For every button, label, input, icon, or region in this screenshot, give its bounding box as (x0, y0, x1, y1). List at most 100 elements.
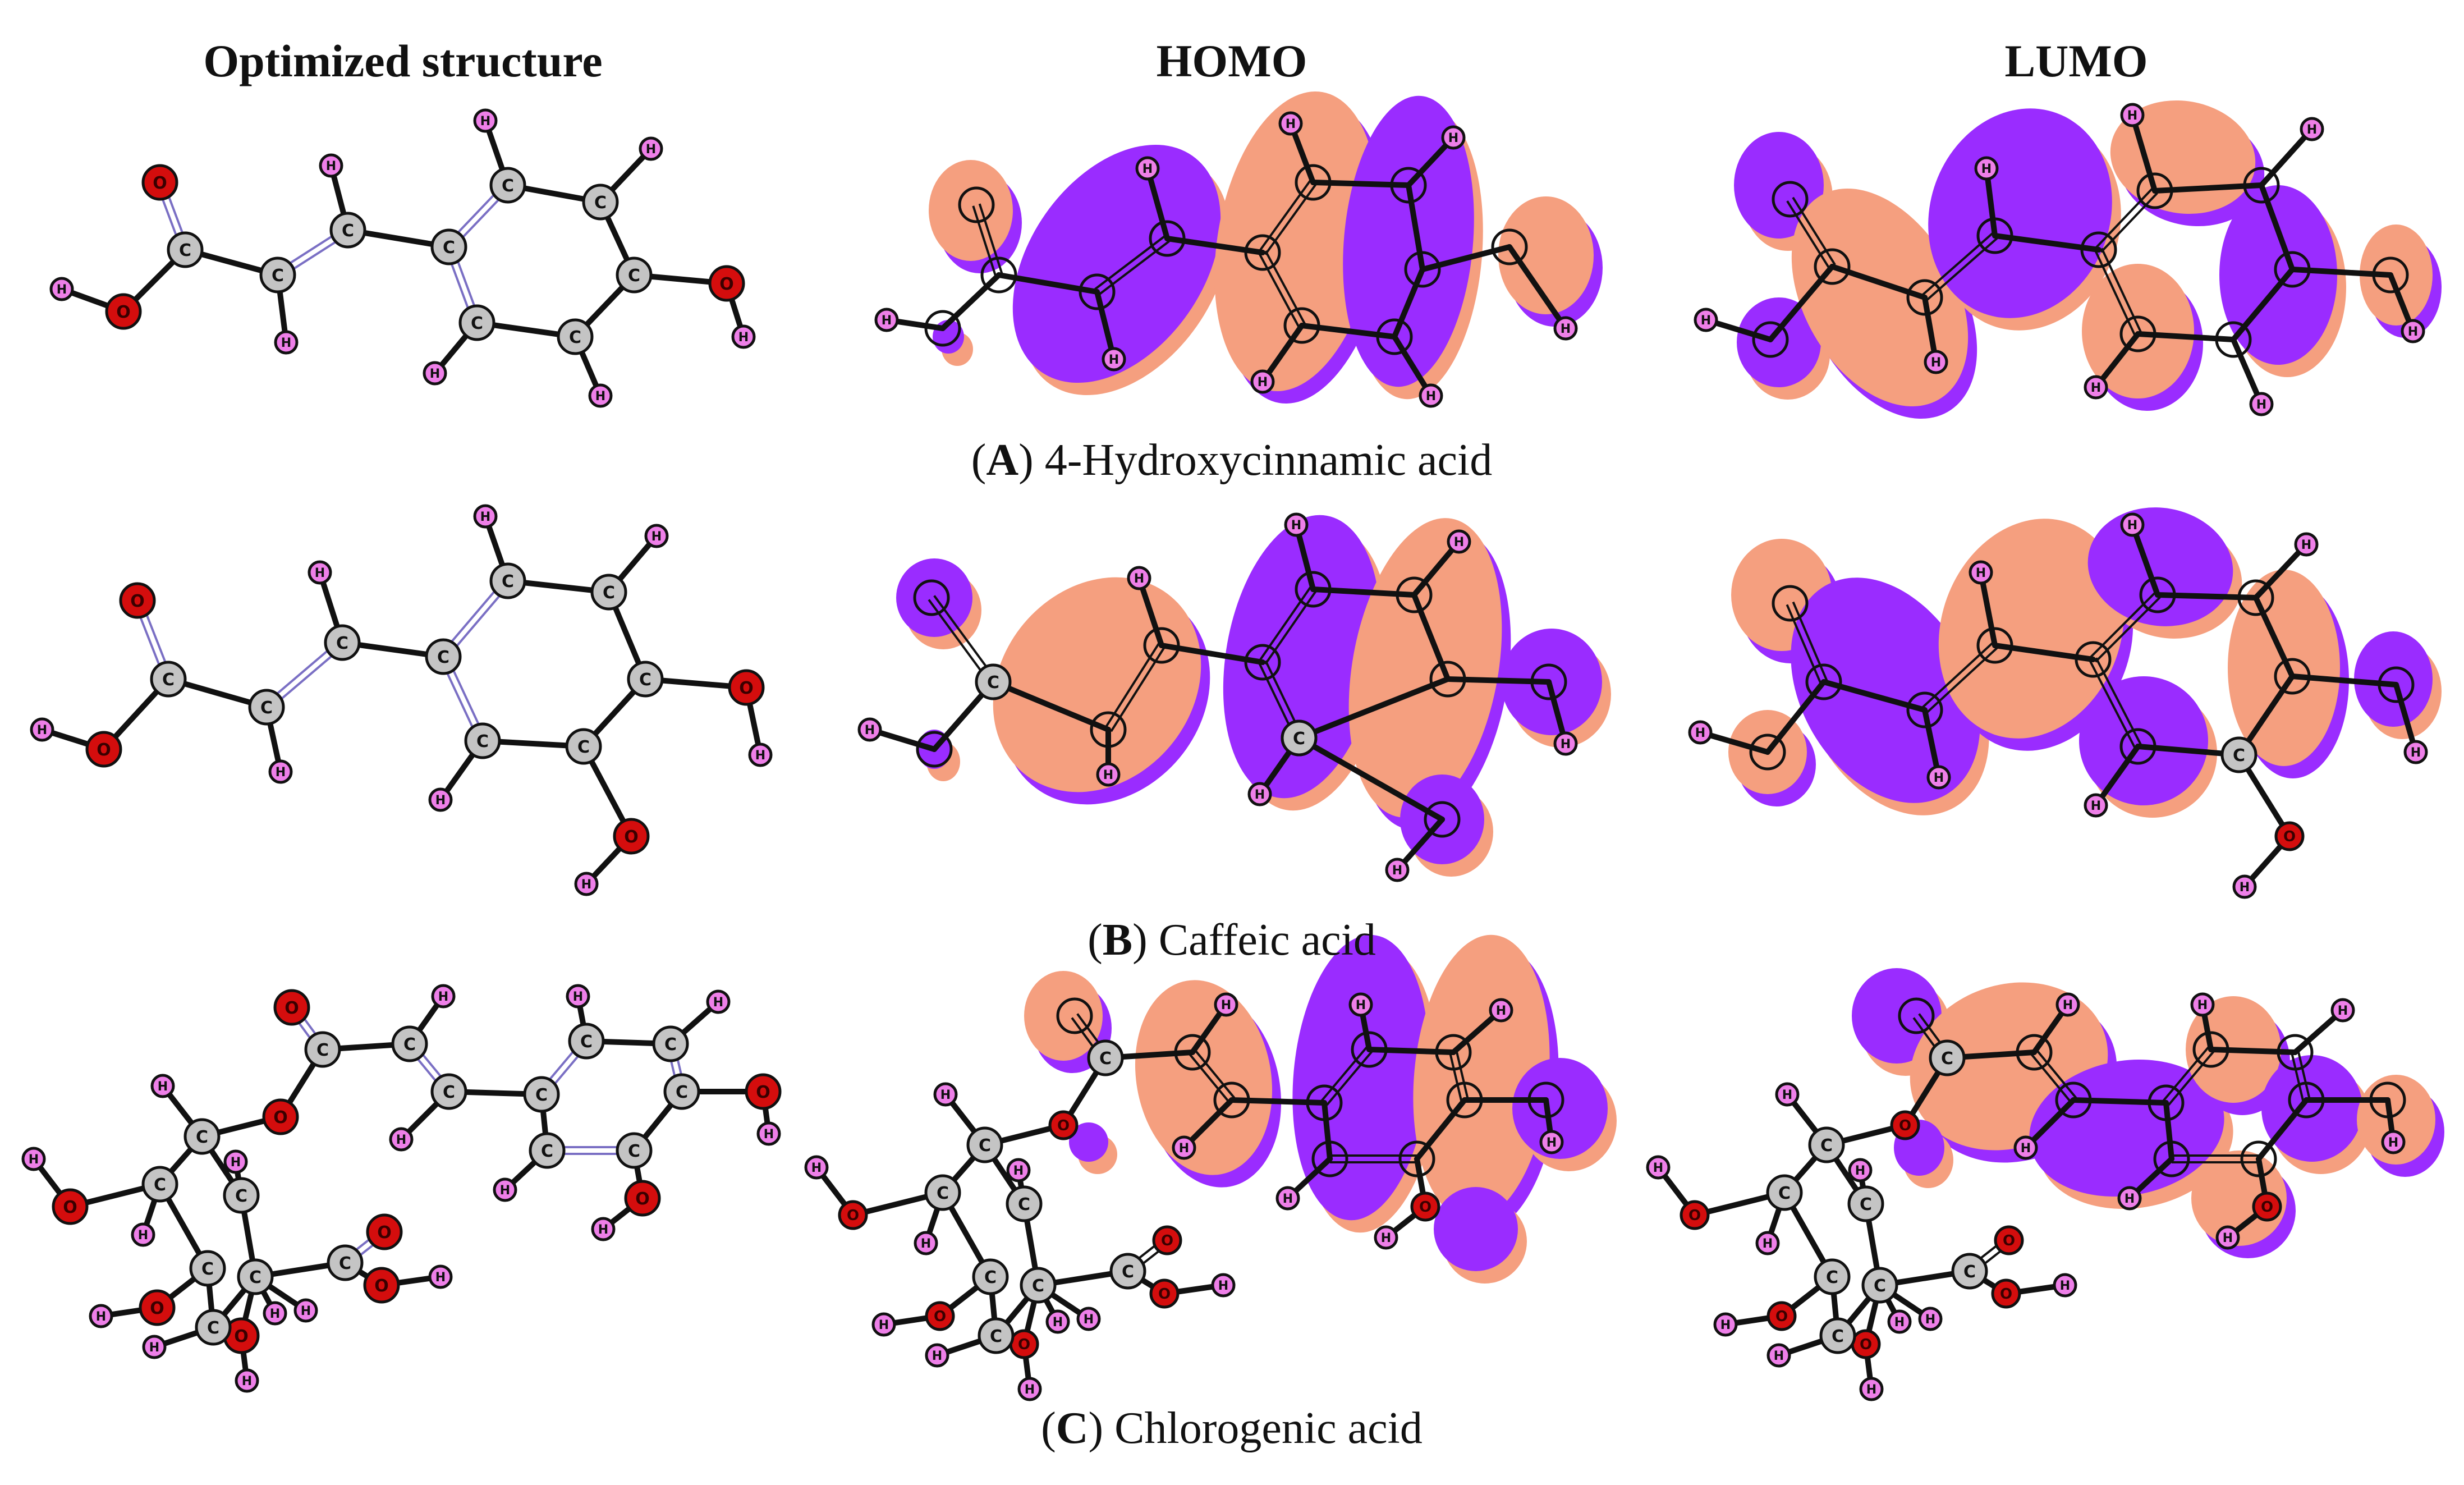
carbon-atom-label: C (260, 698, 273, 718)
hydrogen-atom-label: H (595, 389, 605, 404)
hydrogen-atom-label: H (1931, 356, 1941, 370)
hydrogen-atom-label: H (1109, 353, 1119, 367)
caption-panel-a: (A) 4-Hydroxycinnamic acid (971, 436, 1493, 485)
hydrogen-atom (566, 984, 590, 1009)
hollow-atom (1311, 1140, 1348, 1177)
hydrogen-atom (389, 1127, 414, 1152)
oxygen-atom-label: O (1688, 1207, 1701, 1224)
hollow-atom (1446, 1081, 1483, 1119)
hydrogen-atom-label: H (2127, 519, 2137, 533)
carbon-atom (458, 304, 495, 341)
hollow-atom (1527, 1081, 1564, 1119)
carbon-atom-label: C (990, 1327, 1002, 1346)
carbon-atom-label: C (201, 1259, 214, 1279)
hydrogen-atom (1102, 347, 1126, 372)
hydrogen-atom-label: H (1218, 1279, 1228, 1293)
bond-line (1411, 592, 1451, 682)
hollow-atom (2240, 1140, 2277, 1177)
oxygen-atom-label: O (2283, 828, 2296, 845)
oxygen-atom (1149, 1278, 1180, 1309)
hydrogen-atom (142, 1335, 167, 1359)
hydrogen-atom-label: H (2338, 1004, 2348, 1018)
double-bond-line (1455, 1051, 1469, 1100)
hydrogen-atom-label: H (738, 331, 749, 345)
orbital-lobe (1498, 196, 1594, 314)
hydrogen-atom-label: H (1258, 375, 1268, 389)
double-bond-line (2036, 1049, 2077, 1099)
carbon-atom (1020, 1267, 1057, 1304)
hydrogen-atom-label: H (1976, 566, 1986, 580)
hydrogen-atom (1006, 1158, 1031, 1182)
hydrogen-atom-label: H (480, 510, 490, 524)
orbital-lobe (1012, 144, 1221, 383)
hollow-atom (1976, 217, 2013, 254)
hydrogen-atom-label: H (270, 1307, 280, 1321)
hollow-atom (2148, 1084, 2185, 1121)
oxygen-atom-label: O (150, 1299, 164, 1318)
carbon-atom (1766, 1174, 1803, 1211)
hollow-atom (1749, 734, 1786, 771)
orbital-lobe (993, 577, 1201, 792)
carbon-atom-label: C (2233, 746, 2245, 766)
double-bond-line (2100, 192, 2158, 253)
hydrogen-atom-label: H (1653, 1161, 1663, 1175)
carbon-atom (1929, 1039, 1966, 1076)
hydrogen-atom-label: H (713, 996, 723, 1010)
hydrogen-atom-label: H (276, 766, 286, 780)
hollow-atom (1295, 571, 1332, 608)
hydrogen-atom (274, 330, 299, 355)
carbon-atom (1814, 1258, 1851, 1295)
hydrogen-atom (1348, 992, 1373, 1017)
hydrogen-atom-label: H (755, 749, 765, 763)
oxygen-atom (52, 1188, 89, 1225)
hydrogen-atom (874, 308, 899, 332)
caption-letter-a: A (986, 436, 1019, 485)
carbon-atom-label: C (249, 1268, 261, 1287)
carbon-atom-label: C (580, 1032, 593, 1052)
oxygen-atom-label: O (2003, 1232, 2015, 1249)
carbon-atom-label: C (628, 266, 640, 286)
hydrogen-atom-label: H (2388, 1136, 2398, 1150)
bond-line (1310, 180, 1411, 188)
caption-panel-c: (C) Chlorogenic acid (1041, 1404, 1423, 1453)
caption-panel-b: (B) Caffeic acid (1088, 915, 1376, 965)
hollow-atom (1281, 719, 1318, 757)
hydrogen-atom (319, 153, 343, 178)
hydrogen-atom-label: H (1782, 1088, 1792, 1102)
oxygen-atom-label: O (285, 998, 299, 1018)
hollow-atom (1814, 248, 1851, 285)
hollow-atom (1295, 164, 1332, 201)
hydrogen-atom (2403, 740, 2428, 764)
caption-letter-b: B (1102, 915, 1133, 965)
double-bond-line (1320, 1046, 1368, 1102)
carbon-atom-label: C (937, 1184, 949, 1203)
hydrogen-atom (1096, 762, 1121, 787)
hydrogen-atom (223, 1149, 248, 1174)
carbon-atom-label: C (154, 1175, 166, 1195)
hydrogen-atom (2084, 793, 2108, 818)
hollow-atom (1404, 251, 1441, 288)
hydrogen-atom (1646, 1155, 1671, 1180)
oxygen-atom (624, 1180, 661, 1217)
hydrogen-atom (1918, 1307, 1943, 1331)
hollow-atom (2136, 172, 2173, 209)
bond-line (2093, 744, 2141, 808)
hydrogen-atom (1766, 1343, 1791, 1368)
bond-line (2071, 1097, 2169, 1106)
carbon-atom (183, 1118, 221, 1155)
oxygen-atom (1680, 1200, 1710, 1230)
bond-line (2208, 1047, 2298, 1055)
hydrogen-atom (2120, 103, 2145, 127)
hydrogen-atom (925, 1343, 949, 1368)
carbon-atom (1808, 1126, 1845, 1163)
hydrogen-atom (1045, 1309, 1070, 1334)
bond-line (2155, 592, 2259, 601)
hydrogen-atom-label: H (301, 1304, 311, 1318)
hydrogen-atom (1374, 1225, 1398, 1250)
hydrogen-atom-label: H (1283, 1192, 1293, 1206)
oxygen-atom-label: O (234, 1327, 249, 1346)
oxygen-atom-label: O (756, 1083, 770, 1102)
hydrogen-atom (748, 742, 773, 767)
hydrogen-atom-label: H (1981, 162, 1992, 176)
